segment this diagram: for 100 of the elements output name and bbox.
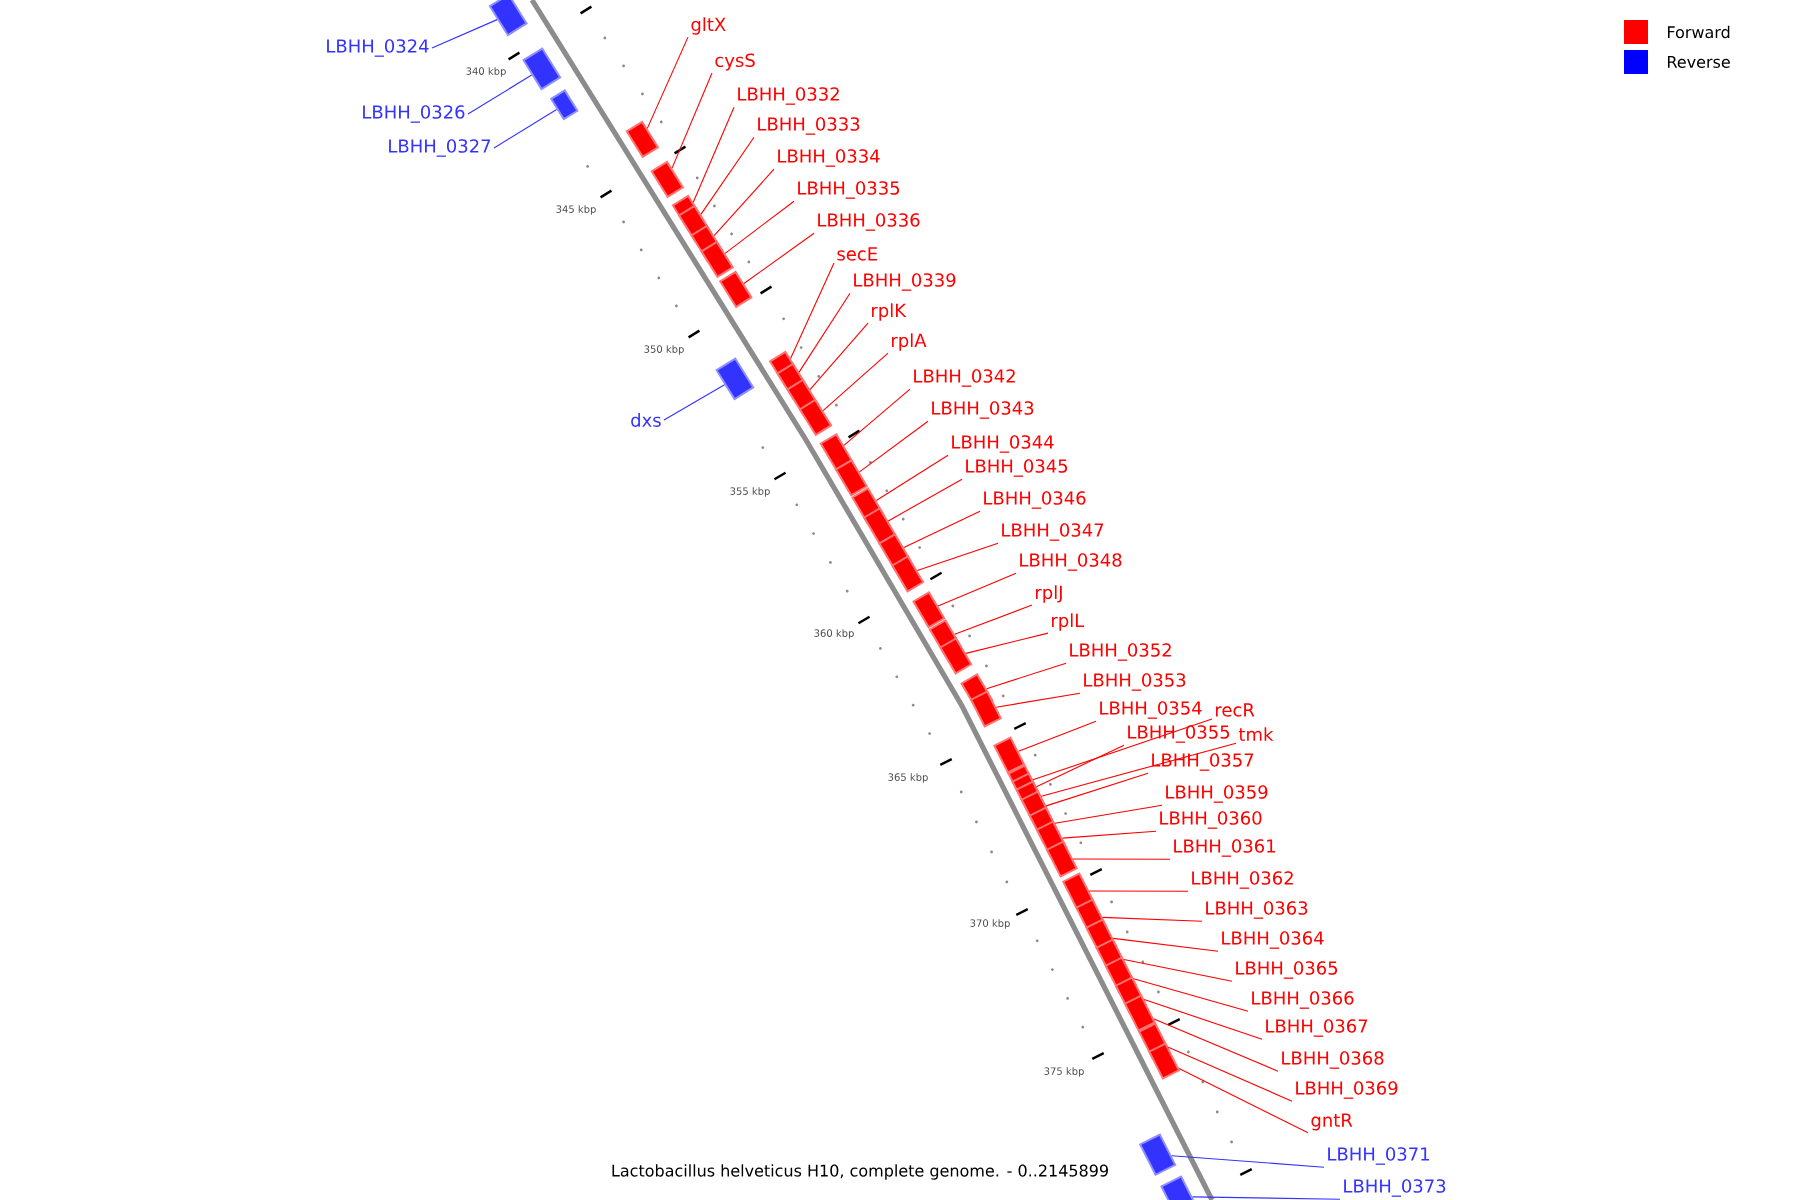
gene-block <box>912 591 946 629</box>
leader-line <box>700 136 755 215</box>
gene-label: LBHH_0334 <box>778 149 880 167</box>
gene-label: LBHH_0369 <box>1296 1081 1398 1099</box>
leader-line <box>916 542 999 572</box>
gene-block <box>522 47 562 91</box>
leader-line <box>1133 978 1249 1012</box>
leader-line <box>790 262 835 360</box>
leader-line <box>798 292 851 373</box>
leader-line <box>1088 890 1189 892</box>
leader-line <box>671 72 713 169</box>
leader-line <box>858 420 929 473</box>
gene-block <box>1045 840 1078 878</box>
gene-block <box>819 433 853 471</box>
gene-block <box>488 0 528 37</box>
gene-block <box>891 555 925 593</box>
gene-label: LBHH_0367 <box>1266 1019 1368 1037</box>
leader-line <box>1167 1046 1293 1102</box>
gene-label: LBHH_0363 <box>1206 901 1308 919</box>
leader-line <box>1171 1155 1325 1168</box>
gene-label: LBHH_0348 <box>1020 553 1122 571</box>
leader-line <box>1072 858 1171 860</box>
gene-label: LBHH_0366 <box>1252 991 1354 1009</box>
leader-line <box>809 322 869 391</box>
leader-line <box>1178 1067 1309 1134</box>
gene-label: LBHH_0365 <box>1236 961 1338 979</box>
gene-block <box>1160 1175 1198 1200</box>
leader-line <box>995 692 1081 708</box>
gene-label: LBHH_0333 <box>758 117 860 135</box>
leader-line <box>1102 916 1203 922</box>
gene-block <box>549 89 579 121</box>
leader-line <box>1062 830 1157 839</box>
leader-line <box>431 19 498 49</box>
leader-line <box>954 604 1033 635</box>
leader-line <box>986 662 1067 690</box>
leader-line <box>493 108 558 149</box>
leader-line <box>663 384 726 421</box>
gene-label: dxs <box>631 413 661 427</box>
legend-label: Reverse <box>1668 56 1730 68</box>
gene-label: LBHH_0326 <box>363 105 465 123</box>
gene-label: LBHH_0352 <box>1070 643 1171 661</box>
caption: Lactobacillus helveticus H10, complete genome. - 0..2145899 <box>612 1164 1108 1180</box>
gene-label: LBHH_0360 <box>1160 811 1262 829</box>
leader-line <box>1123 958 1233 982</box>
leader-line <box>887 478 963 522</box>
gene-label: recR <box>1216 703 1255 717</box>
gene-label: rplK <box>872 303 907 321</box>
leader-line <box>1032 718 1213 781</box>
gene-label: rplJ <box>1036 585 1062 603</box>
gene-label: secE <box>837 247 877 261</box>
gene-label: LBHH_0344 <box>952 435 1054 453</box>
leader-line <box>965 632 1049 654</box>
gene-label: LBHH_0359 <box>1166 785 1268 803</box>
leader-line <box>1153 1018 1279 1072</box>
gene-label: LBHH_0336 <box>818 213 920 231</box>
gene-label: LBHH_0354 <box>1100 701 1202 719</box>
gene-label: LBHH_0357 <box>1152 753 1254 771</box>
gene-label: LBHH_0324 <box>327 39 429 57</box>
leader-line <box>692 106 735 203</box>
gene-label: LBHH_0347 <box>1002 523 1104 541</box>
leader-line <box>1054 804 1163 824</box>
leader-line <box>1040 742 1237 797</box>
leader-line <box>724 200 795 254</box>
gene-block <box>715 357 755 401</box>
gene-label: LBHH_0327 <box>389 139 491 157</box>
leader-line <box>1112 937 1219 952</box>
gene-label: LBHH_0361 <box>1174 839 1275 857</box>
leader-line <box>1045 772 1149 807</box>
leader-line <box>822 352 889 412</box>
leader-line <box>937 572 1017 607</box>
leader-line <box>1143 998 1263 1040</box>
leader-line <box>1191 1196 1341 1200</box>
gene-label: LBHH_0373 <box>1344 1179 1446 1197</box>
gene-label: LBHH_0362 <box>1192 871 1293 889</box>
leader-line <box>843 388 911 446</box>
gene-label: LBHH_0335 <box>798 181 900 199</box>
gene-label: LBHH_0368 <box>1282 1051 1384 1069</box>
gene-label: LBHH_0343 <box>932 401 1034 419</box>
leader-line <box>875 454 949 502</box>
gene-label: rplA <box>892 333 927 351</box>
leader-line <box>646 36 689 129</box>
gene-label: gntR <box>1311 1113 1353 1131</box>
gene-label: LBHH_0339 <box>854 273 956 291</box>
gene-label: LBHH_0345 <box>966 459 1068 477</box>
gene-label: cysS <box>715 53 755 71</box>
leader-line <box>743 232 815 285</box>
gene-label: LBHH_0353 <box>1084 673 1186 691</box>
legend-label: Forward <box>1668 25 1730 39</box>
gene-block <box>1123 994 1156 1032</box>
gene-label: LBHH_0364 <box>1222 931 1324 949</box>
gene-label: LBHH_0342 <box>914 369 1015 387</box>
gene-label: LBHH_0346 <box>984 491 1086 509</box>
leader-line <box>903 510 981 549</box>
gene-label: rplL <box>1052 613 1085 631</box>
gene-label: LBHH_0332 <box>738 87 839 105</box>
leader-line <box>713 168 775 237</box>
leader-line <box>1035 744 1125 788</box>
gene-label: LBHH_0371 <box>1328 1147 1429 1165</box>
leader-line <box>467 74 533 115</box>
gene-label: tmk <box>1238 727 1274 741</box>
